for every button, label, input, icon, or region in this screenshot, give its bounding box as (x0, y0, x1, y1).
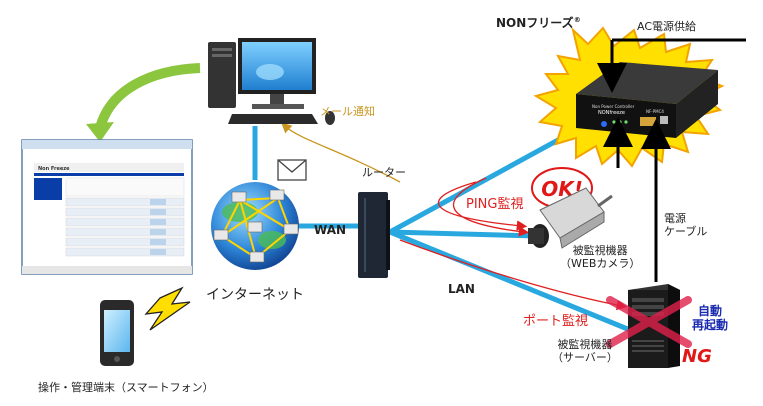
ng-label: NG (682, 346, 712, 367)
power-cable-label-line1: 電源 (664, 212, 686, 225)
ping-arrows (399, 177, 628, 311)
device-brand-line1: Non Power Controller (592, 104, 635, 109)
camera-device-label-line1: 被監視機器 (572, 244, 628, 257)
lan-label: LAN (448, 282, 475, 296)
server-device-label: 被監視機器 （サーバー） (552, 338, 618, 364)
link-router-device (388, 125, 582, 235)
mail-arrow (281, 122, 401, 183)
auto-restart-label-line1: 自動 (698, 304, 723, 318)
router-icon (358, 192, 390, 278)
camera-icon (528, 187, 613, 249)
mail-icon (277, 159, 307, 181)
link-router-camera (389, 229, 539, 239)
camera-device-label-line2: （WEBカメラ） (560, 257, 641, 271)
monitor-icon (208, 38, 335, 125)
device-model: NF-PMC4 (646, 109, 664, 114)
network-links (252, 125, 631, 333)
browser-window-icon: Non Freeze (21, 139, 193, 275)
green-arrow (95, 63, 201, 130)
globe-icon (211, 182, 299, 270)
auto-restart-label: 自動 再起動 (692, 304, 728, 333)
smartphone-label: 操作・管理端末（スマートフォン） (38, 381, 214, 394)
failure-cross (606, 296, 692, 348)
browser-app-title: Non Freeze (38, 166, 70, 172)
ac-power-label: AC電源供給 (637, 20, 697, 33)
ping-monitor-label: PING監視 (466, 197, 524, 212)
product-title-text: NONフリーズ (496, 16, 574, 30)
server-icon (628, 284, 680, 368)
auto-restart-label-line2: 再起動 (692, 318, 729, 333)
port-monitor-label: ポート監視 (523, 314, 589, 329)
internet-label: インターネット (206, 287, 304, 303)
registered-mark: ® (573, 16, 581, 24)
lightning-icon (144, 286, 191, 331)
power-cable-label: 電源 ケーブル (664, 212, 707, 238)
link-router-server (389, 229, 631, 333)
power-cable-label-line2: ケーブル (664, 225, 708, 239)
mail-notify-label: メール通知 (320, 105, 375, 118)
camera-device-label: 被監視機器 （WEBカメラ） (560, 244, 640, 270)
power-lines (597, 38, 746, 282)
wan-label: WAN (314, 223, 347, 237)
server-device-label-line1: 被監視機器 (557, 338, 613, 351)
product-title: NONフリーズ® (496, 16, 581, 30)
router-label: ルーター (362, 166, 406, 179)
server-device-label-line2: （サーバー） (552, 351, 618, 365)
device-brand-line2: NONfreeze (598, 110, 625, 116)
smartphone-icon (100, 300, 134, 366)
